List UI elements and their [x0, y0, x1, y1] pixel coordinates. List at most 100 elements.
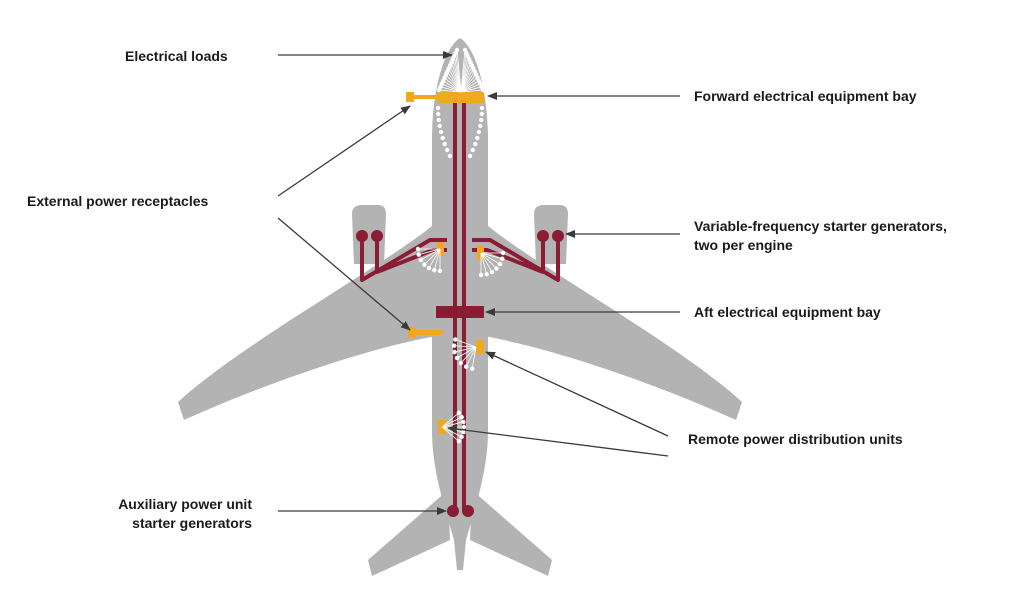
right-stabilizer — [470, 490, 552, 576]
load-dot — [461, 429, 466, 435]
load-fan-line — [480, 252, 488, 275]
load-dot — [442, 141, 447, 147]
fuselage — [432, 38, 488, 570]
load-fan-line — [480, 252, 503, 260]
leader-lines — [277, 51, 680, 515]
load-fan-line — [454, 345, 477, 348]
right-engine-generator-2 — [552, 230, 564, 242]
load-dot — [479, 117, 484, 123]
load-fan-line — [460, 71, 476, 93]
left-wing — [178, 226, 436, 420]
forward-external-power-plug — [406, 92, 414, 102]
load-fan-line — [445, 74, 462, 93]
load-dot — [461, 419, 466, 425]
leader-external-power-forward — [277, 105, 411, 197]
load-fan-line — [465, 346, 477, 367]
right-engine-generator-1 — [537, 230, 549, 242]
load-dot — [452, 349, 457, 355]
load-dot — [473, 141, 478, 147]
load-fan-line — [420, 248, 441, 261]
load-fan-line — [460, 68, 474, 93]
load-dot — [435, 111, 441, 117]
load-fan-line — [480, 252, 501, 265]
load-dot — [497, 261, 503, 267]
load-fan-line — [451, 62, 462, 93]
electrical-load-dots — [415, 47, 506, 444]
label-rpdu: Remote power distribution units — [688, 431, 903, 447]
label-aft-bay: Aft electrical equipment bay — [694, 304, 881, 320]
aft-external-power-plug — [408, 327, 416, 338]
label-vf-generators-line1: Variable-frequency starter generators, — [694, 218, 947, 234]
leader-rpdu-tail — [447, 425, 669, 457]
load-fan-line — [441, 83, 462, 93]
load-dot — [470, 147, 476, 153]
load-dot — [500, 256, 505, 261]
label-vf-generators-line2: two per engine — [694, 237, 793, 253]
rpdu-left-wing — [437, 242, 444, 256]
load-fan-line — [471, 346, 477, 369]
load-fan-line — [460, 83, 481, 93]
load-dot — [480, 87, 486, 93]
load-fan-line — [460, 74, 477, 93]
load-dot — [422, 262, 427, 267]
forward-equipment-bay — [438, 92, 484, 103]
load-fan-line — [460, 62, 471, 93]
load-dot — [453, 337, 458, 342]
left-engine-generator-1 — [356, 230, 368, 242]
aft-external-power-receptacle — [412, 330, 442, 335]
load-fan-line — [460, 86, 482, 93]
label-apu-line1: Auxiliary power unit — [118, 496, 252, 512]
load-dot — [479, 105, 485, 111]
load-dot — [478, 123, 483, 129]
left-engine-generator-2 — [371, 230, 383, 242]
load-dot — [484, 272, 489, 277]
load-dot — [479, 111, 485, 117]
load-dot — [436, 87, 442, 93]
load-fan-line — [455, 339, 477, 348]
load-dot — [451, 343, 457, 348]
load-dot — [478, 272, 484, 278]
load-fan-line — [433, 248, 441, 271]
apu-generator-2 — [462, 505, 474, 517]
load-fan-line — [424, 248, 441, 265]
load-fan-line — [448, 68, 462, 93]
load-dot — [458, 360, 464, 366]
load-fan-line — [480, 252, 493, 273]
load-dot — [432, 268, 437, 273]
leader-external-power-aft — [277, 217, 411, 331]
load-dot — [444, 147, 450, 153]
load-fan-line — [428, 248, 441, 269]
load-dot — [456, 410, 462, 416]
load-fan-line — [441, 416, 462, 428]
load-fan-line — [418, 248, 441, 256]
load-fan-line — [441, 412, 460, 428]
rpdu-aft — [476, 340, 484, 354]
load-fan-line — [456, 346, 477, 359]
feeder-left-engine — [360, 236, 447, 282]
load-fan-line — [441, 426, 460, 442]
load-fan-line — [460, 346, 477, 364]
load-fan-line — [449, 65, 462, 93]
load-fan-line — [441, 421, 464, 428]
load-fan-line — [460, 65, 473, 93]
load-dot — [440, 135, 445, 141]
load-dot — [435, 105, 441, 111]
load-dot — [416, 252, 421, 257]
load-dot — [426, 265, 432, 271]
load-dot — [494, 266, 499, 271]
load-dot — [476, 129, 482, 135]
label-electrical-loads: Electrical loads — [125, 48, 228, 64]
load-dot — [467, 153, 473, 159]
leader-rpdu-aft — [485, 351, 669, 437]
load-dot — [456, 438, 462, 444]
load-dot — [463, 364, 469, 369]
load-fan-line — [444, 77, 462, 93]
load-fan-line — [480, 252, 497, 269]
apu-generator-1 — [447, 505, 459, 517]
load-dot — [437, 123, 442, 129]
load-dot — [475, 135, 480, 141]
load-dot — [415, 246, 421, 252]
load-dot — [469, 366, 475, 371]
